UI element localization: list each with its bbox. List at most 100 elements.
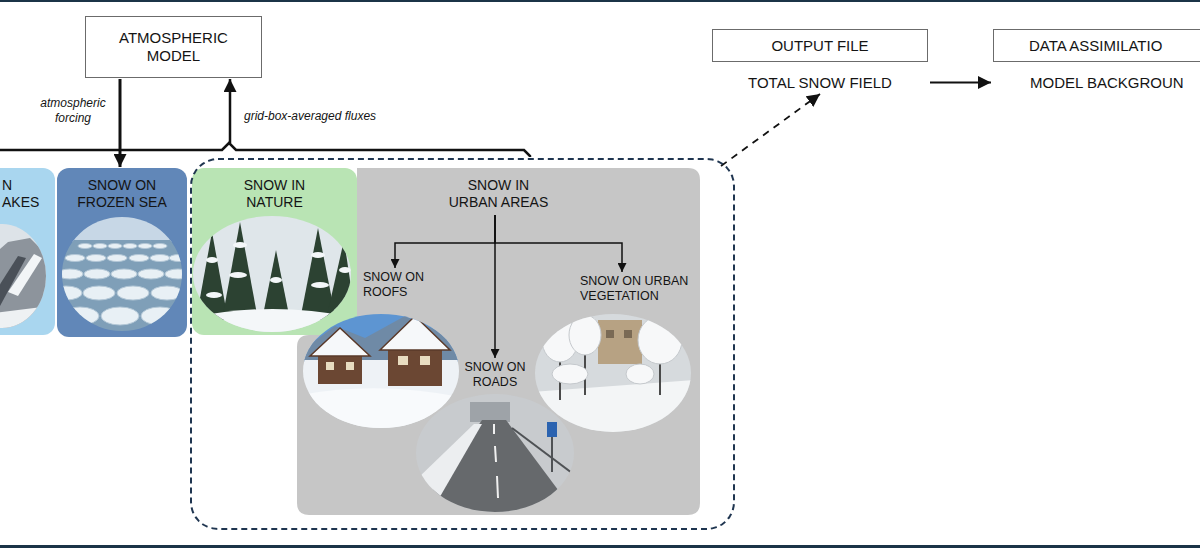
frame-bar bbox=[0, 0, 1200, 2]
photo-sky bbox=[60, 214, 186, 242]
snow-patch bbox=[229, 272, 247, 278]
house bbox=[318, 352, 362, 384]
window bbox=[346, 362, 354, 370]
window bbox=[606, 330, 614, 338]
ice-floe bbox=[101, 307, 139, 325]
box-label: SNOW IN NATURE bbox=[230, 177, 320, 211]
box-label: ATMOSPHERIC MODEL bbox=[104, 29, 244, 65]
bracket-arm bbox=[0, 142, 230, 150]
edge-label: grid-box-averaged fluxes bbox=[244, 109, 414, 124]
connector bbox=[495, 215, 622, 272]
road-sign bbox=[547, 422, 557, 437]
sea-fill bbox=[57, 168, 187, 337]
model-box: ATMOSPHERIC MODEL bbox=[85, 16, 262, 78]
connector bbox=[395, 215, 495, 268]
sea-photo bbox=[50, 214, 191, 334]
assimilation-box: DATA ASSIMILATIO bbox=[993, 29, 1200, 62]
snow-patch bbox=[311, 252, 325, 258]
urban-panel: SNOW ON ROOFS SNOW ON ROADS SNOW ON URBAN … bbox=[297, 168, 700, 515]
connector bbox=[930, 82, 991, 84]
ice-floe bbox=[57, 269, 83, 279]
roofs-tile: SNOW ON ROOFS bbox=[303, 270, 462, 430]
ice-floe bbox=[117, 286, 149, 300]
ice-floe bbox=[138, 244, 152, 249]
building bbox=[598, 320, 642, 364]
output-file: OUTPUT FILETOTAL SNOW FIELD bbox=[712, 29, 928, 91]
box-sublabel: MODEL BACKGROUN bbox=[993, 74, 1200, 91]
shrub bbox=[552, 364, 588, 384]
snow-ground bbox=[0, 306, 50, 332]
snowy-roof bbox=[380, 316, 450, 350]
snow-verge bbox=[416, 424, 482, 514]
urban-fill bbox=[297, 168, 700, 515]
snow-streak bbox=[8, 254, 42, 296]
snowy-roof bbox=[310, 328, 370, 356]
assimilation-stage: DATA ASSIMILATIO MODEL BACKGROUN bbox=[993, 29, 1200, 91]
snow-patch bbox=[206, 257, 218, 263]
sea-water bbox=[60, 240, 186, 334]
ice-floes bbox=[50, 244, 191, 326]
box-sublabel: TOTAL SNOW FIELD bbox=[712, 74, 928, 91]
photo-sky bbox=[0, 222, 50, 332]
box-label: SNOW IN URBAN AREAS bbox=[444, 177, 554, 211]
tree bbox=[196, 232, 228, 320]
tree-crown bbox=[569, 315, 601, 355]
box-label: SNOW ON FROZEN SEA bbox=[72, 177, 172, 211]
photo-sky bbox=[533, 312, 695, 436]
window bbox=[398, 356, 408, 365]
box-label: DATA ASSIMILATIO bbox=[1029, 37, 1162, 55]
surface-group: SNOW IN NATURE SNOW ON ROOFS SNOW ON ROADS… bbox=[190, 158, 735, 530]
ice-floe bbox=[165, 269, 191, 279]
ice-floe bbox=[153, 244, 167, 249]
box-label: SNOW ON ROADS bbox=[460, 360, 530, 390]
vegetation-photo bbox=[533, 312, 695, 436]
windows bbox=[326, 356, 430, 370]
window bbox=[326, 362, 334, 370]
ice-floe bbox=[169, 255, 189, 262]
ice-floe bbox=[93, 244, 107, 249]
tree-crown bbox=[638, 316, 682, 364]
connector bbox=[721, 94, 820, 166]
road bbox=[416, 420, 576, 514]
nature-panel: SNOW IN NATURE bbox=[192, 168, 357, 335]
snow-on-trees bbox=[206, 242, 351, 298]
ice-floe bbox=[107, 255, 127, 262]
window bbox=[420, 356, 430, 365]
tree bbox=[222, 222, 258, 320]
house bbox=[388, 346, 442, 386]
edge-label: atmospheric forcing bbox=[33, 96, 113, 126]
rock bbox=[0, 238, 50, 332]
ice-floe bbox=[84, 269, 110, 279]
connector bbox=[119, 79, 122, 167]
ice-floe bbox=[111, 269, 137, 279]
snow-patch bbox=[339, 267, 351, 273]
shrub bbox=[626, 364, 654, 384]
lake-photo bbox=[0, 222, 50, 332]
roads-tile: SNOW ON ROADS bbox=[415, 360, 575, 512]
sign-pole bbox=[551, 436, 553, 472]
ice-floe bbox=[151, 286, 183, 300]
snow-patch bbox=[206, 292, 222, 298]
window bbox=[624, 330, 632, 338]
nature-photo bbox=[190, 214, 356, 335]
ice-floe bbox=[138, 269, 164, 279]
ice-floe bbox=[86, 255, 106, 262]
ice-floe bbox=[123, 244, 137, 249]
connector bbox=[230, 79, 530, 157]
box-label: SNOW ON URBAN VEGETATION bbox=[580, 274, 692, 304]
frame-bar bbox=[0, 545, 1200, 548]
ice-floe bbox=[50, 286, 82, 300]
lane-marks bbox=[494, 424, 498, 498]
vegetation-tile: SNOW ON URBAN VEGETATION bbox=[535, 274, 692, 432]
tree bbox=[326, 240, 356, 320]
ice-floe bbox=[61, 307, 99, 325]
ice-floe bbox=[129, 255, 149, 262]
ice-floe bbox=[65, 255, 85, 262]
snow-patch bbox=[311, 282, 329, 288]
forest bbox=[196, 222, 356, 320]
box-label: SNOW ON ROOFS bbox=[363, 270, 433, 300]
snow-patch bbox=[270, 277, 282, 283]
ice-floe bbox=[150, 255, 170, 262]
railing bbox=[512, 428, 576, 476]
